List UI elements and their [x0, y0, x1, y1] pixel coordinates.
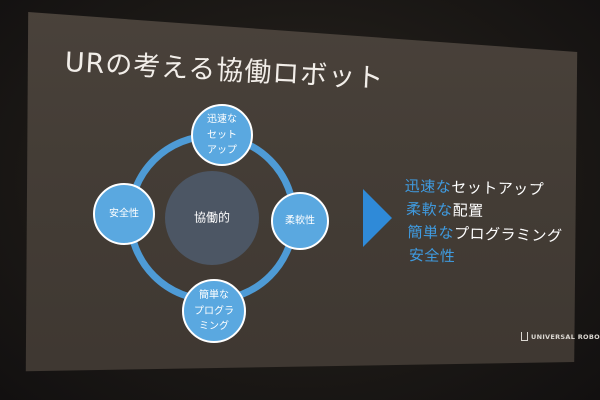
node-line: 安全性 — [109, 208, 139, 220]
bullet-text: 配置 — [452, 201, 484, 221]
node-line: 簡単な — [199, 289, 229, 301]
bullet-highlight: 迅速な — [404, 176, 452, 197]
logo-mark-icon — [521, 332, 528, 341]
bullet-highlight: 簡単な — [407, 223, 455, 243]
node-line: プログラ — [194, 305, 234, 317]
node-label-programming: 簡単な プログラ ミング — [194, 288, 234, 335]
node-circle-programming — [182, 279, 246, 343]
center-circle — [165, 171, 259, 265]
universal-robots-logo: UNIVERSAL ROBOTS — [521, 332, 600, 341]
node-label-flexibility: 柔軟性 — [285, 213, 315, 229]
bullet-text: セットアップ — [450, 178, 545, 199]
node-line: 柔軟性 — [285, 215, 315, 227]
node-line: セット — [207, 129, 237, 141]
bullet-list: 迅速なセットアップ 柔軟な配置 簡単なプログラミング 安全性 — [403, 175, 564, 271]
node-circle-flexibility — [271, 192, 329, 250]
bullet-item: 安全性 — [403, 244, 563, 271]
node-circle-setup — [191, 104, 253, 166]
bullet-highlight: 柔軟な — [405, 200, 453, 220]
bullet-text: プログラミング — [453, 224, 563, 246]
node-circle-safety — [93, 183, 155, 245]
node-line: ミング — [199, 320, 229, 332]
node-line: アップ — [207, 144, 237, 156]
logo-text: UNIVERSAL ROBOTS — [531, 332, 600, 341]
bullet-highlight: 安全性 — [408, 246, 456, 266]
node-label-safety: 安全性 — [109, 206, 139, 222]
node-line: 迅速な — [207, 113, 237, 125]
center-label: 協働的 — [193, 210, 231, 225]
node-label-setup: 迅速な セット アップ — [207, 112, 237, 159]
